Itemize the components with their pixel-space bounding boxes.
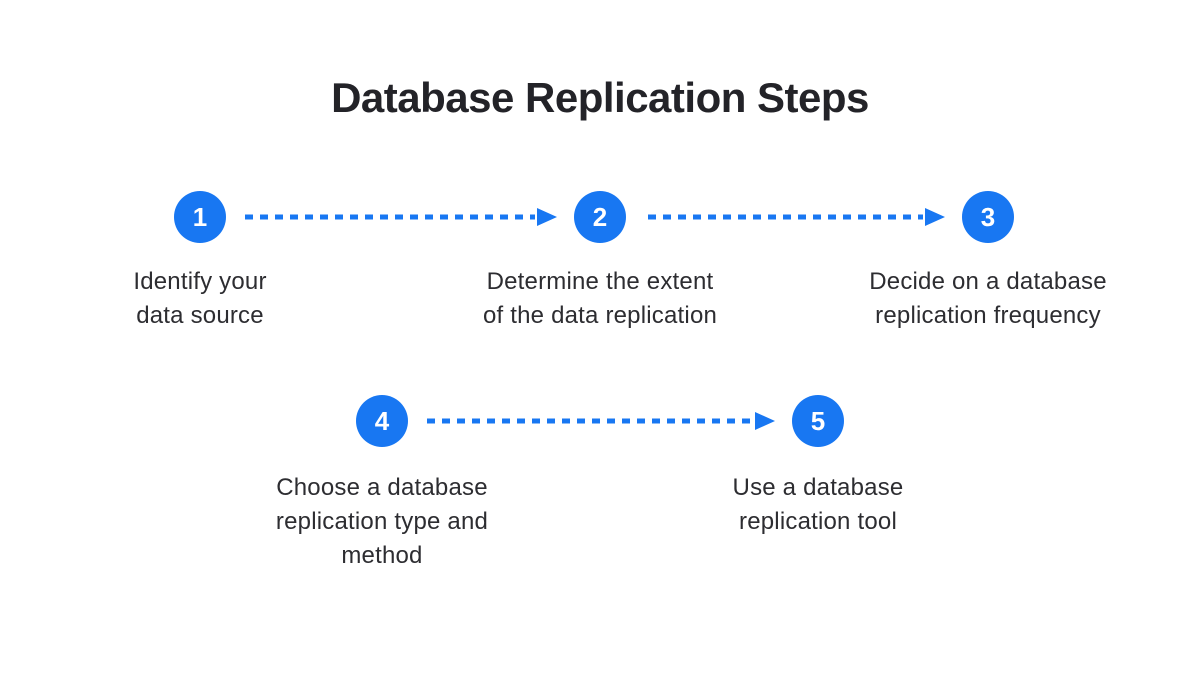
step-circle-5: 5 xyxy=(792,395,844,447)
step-label-2-line-2: of the data replication xyxy=(482,302,718,329)
step-label-4-line-2: replication type and xyxy=(275,508,489,535)
step-circle-4: 4 xyxy=(356,395,408,447)
step-number-5: 5 xyxy=(810,405,826,436)
connector-arrow-2-3 xyxy=(648,208,945,226)
step-circle-3: 3 xyxy=(962,191,1014,243)
step-label-2-line-1: Determine the extent xyxy=(486,268,714,295)
step-label-3-line-1: Decide on a database xyxy=(869,268,1107,295)
step-circle-1: 1 xyxy=(174,191,226,243)
step-label-4-line-1: Choose a database xyxy=(276,474,488,501)
step-label-4-line-3: method xyxy=(341,542,423,569)
step-label-2: Determine the extent of the data replica… xyxy=(430,265,770,333)
step-label-1-line-2: data source xyxy=(136,302,264,329)
step-label-5-line-1: Use a database xyxy=(732,474,904,501)
step-label-1-line-1: Identify your xyxy=(133,268,267,295)
step-number-2: 2 xyxy=(592,201,608,232)
step-number-4: 4 xyxy=(374,405,390,436)
step-label-5: Use a database replication tool xyxy=(648,471,988,539)
step-number-3: 3 xyxy=(980,201,996,232)
diagram-title: Database Replication Steps xyxy=(331,74,869,121)
step-label-4: Choose a database replication type and m… xyxy=(212,471,552,573)
step-label-3: Decide on a database replication frequen… xyxy=(818,265,1158,333)
connector-arrow-1-2 xyxy=(245,208,557,226)
step-label-5-line-2: replication tool xyxy=(739,508,897,535)
step-circle-2: 2 xyxy=(574,191,626,243)
step-label-3-line-2: replication frequency xyxy=(875,302,1101,329)
step-number-1: 1 xyxy=(192,201,208,232)
step-label-1: Identify your data source xyxy=(30,265,370,333)
connector-arrow-4-5 xyxy=(427,412,775,430)
